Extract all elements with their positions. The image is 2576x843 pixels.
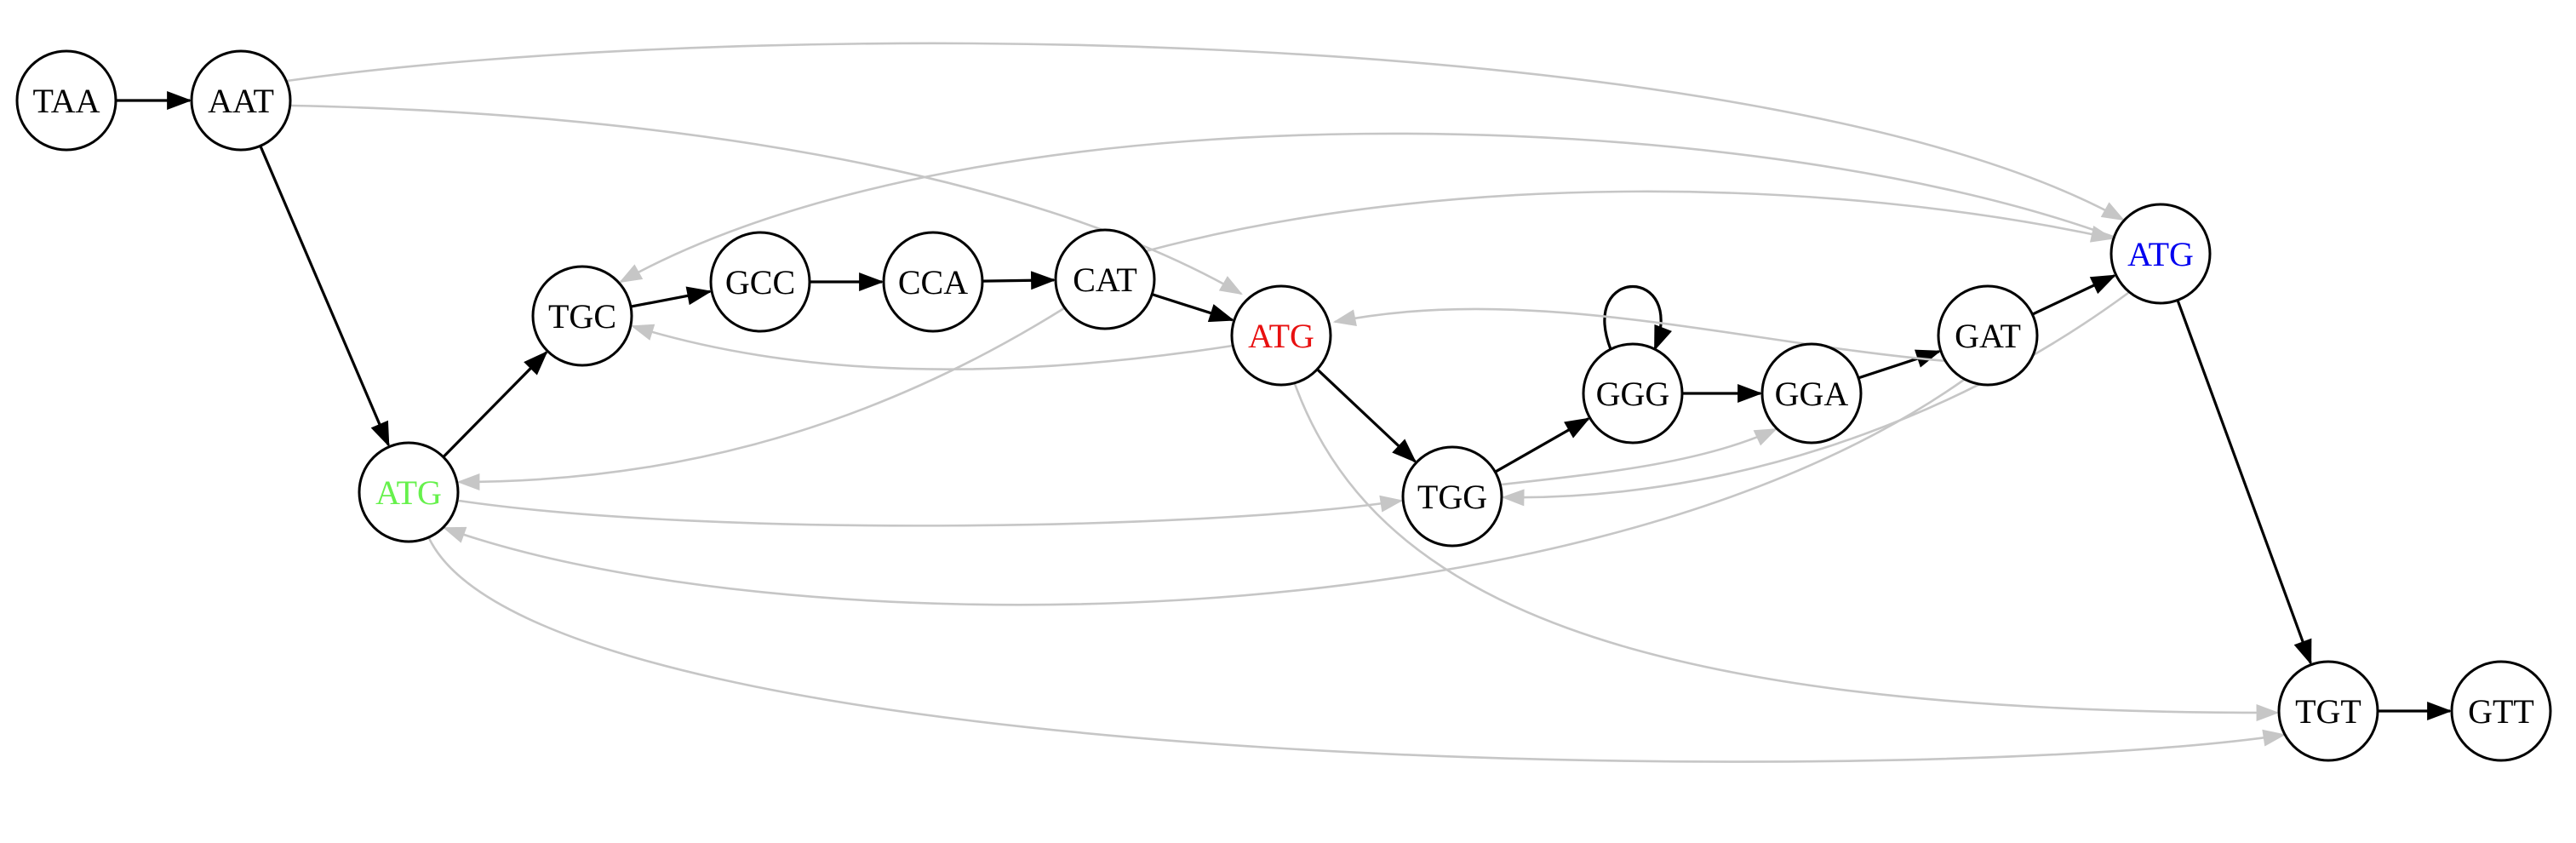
node-circle-GGA <box>1760 342 1863 444</box>
node-circle-ATG_green <box>358 441 460 543</box>
edge-ATG_blue-TGG <box>1501 291 2129 507</box>
edge-ATG_blue-TGC <box>619 132 2114 284</box>
node-TGG: TGG <box>1401 445 1503 548</box>
node-label-GGA: GGA <box>1775 375 1849 413</box>
node-circle-TGT <box>2277 660 2379 762</box>
node-label-TGG: TGG <box>1417 478 1487 516</box>
node-label-ATG_red: ATG <box>1248 317 1314 355</box>
nodes-layer: TAA AAT ATG TGC GCC CCA CAT ATG TGG GGG GGA GAT ATG T… <box>15 49 2552 762</box>
edge-CAT-ATG_red <box>1151 293 1235 323</box>
node-circle-GTT <box>2450 660 2552 762</box>
edge-GAT-ATG_blue <box>2031 274 2117 316</box>
node-GGG: GGG <box>1582 342 1684 444</box>
node-circle-GGG <box>1582 342 1684 444</box>
node-ATG_blue: ATG <box>2109 203 2212 305</box>
edge-ATG_red-TGC <box>630 324 1234 370</box>
node-label-ATG_blue: ATG <box>2127 235 2194 273</box>
edge-GGG-GGG <box>1603 285 1672 352</box>
edge-GAT-ATG_green <box>442 378 1965 606</box>
node-label-TGT: TGT <box>2295 692 2361 731</box>
node-label-CAT: CAT <box>1073 261 1137 299</box>
edge-GGA-GAT <box>1858 349 1942 380</box>
node-GCC: GCC <box>709 231 811 333</box>
edge-CAT-ATG_green <box>456 307 1065 490</box>
node-circle-ATG_blue <box>2109 203 2212 305</box>
node-ATG_red: ATG <box>1230 284 1332 387</box>
edge-ATG_red-TGG <box>1316 368 1417 463</box>
node-ATG_green: ATG <box>358 441 460 543</box>
node-label-GCC: GCC <box>725 263 795 301</box>
node-label-TAA: TAA <box>32 82 100 120</box>
node-circle-AAT <box>190 49 292 152</box>
node-circle-ATG_red <box>1230 284 1332 387</box>
edge-TGC-GCC <box>630 286 713 308</box>
node-label-AAT: AAT <box>208 82 274 120</box>
edge-TGG-GGG <box>1494 417 1591 473</box>
edge-ATG_green-TGT <box>427 537 2287 763</box>
edge-CAT-ATG_blue <box>1145 190 2115 253</box>
node-CCA: CCA <box>882 231 984 333</box>
node-circle-TAA <box>15 49 117 152</box>
edge-TGG-GGA <box>1501 427 1778 486</box>
node-circle-GCC <box>709 231 811 333</box>
node-label-GAT: GAT <box>1955 317 2021 355</box>
node-label-GGG: GGG <box>1596 375 1670 413</box>
node-label-CCA: CCA <box>898 263 968 301</box>
node-GTT: GTT <box>2450 660 2552 762</box>
edge-AAT-ATG_green <box>259 145 390 448</box>
edge-GAT-ATG_red <box>1332 307 1948 363</box>
edge-ATG_green-TGG <box>458 495 1404 527</box>
edges-layer <box>116 42 2453 763</box>
node-circle-TGG <box>1401 445 1503 548</box>
node-TAA: TAA <box>15 49 117 152</box>
node-circle-CCA <box>882 231 984 333</box>
node-circle-GAT <box>1937 284 2039 387</box>
node-CAT: CAT <box>1054 228 1156 330</box>
node-label-GTT: GTT <box>2468 692 2534 731</box>
node-TGC: TGC <box>531 265 633 367</box>
node-label-ATG_green: ATG <box>375 473 442 512</box>
node-circle-CAT <box>1054 228 1156 330</box>
node-AAT: AAT <box>190 49 292 152</box>
edge-AAT-ATG_blue <box>286 42 2125 221</box>
node-GAT: GAT <box>1937 284 2039 387</box>
node-circle-TGC <box>531 265 633 367</box>
node-GGA: GGA <box>1760 342 1863 444</box>
edge-ATG_blue-TGT <box>2176 299 2312 665</box>
edge-CCA-CAT <box>982 271 1056 290</box>
edge-ATG_green-TGC <box>442 350 548 458</box>
node-TGT: TGT <box>2277 660 2379 762</box>
node-label-TGC: TGC <box>548 297 616 335</box>
edge-ATG_red-TGT <box>1292 381 2280 722</box>
